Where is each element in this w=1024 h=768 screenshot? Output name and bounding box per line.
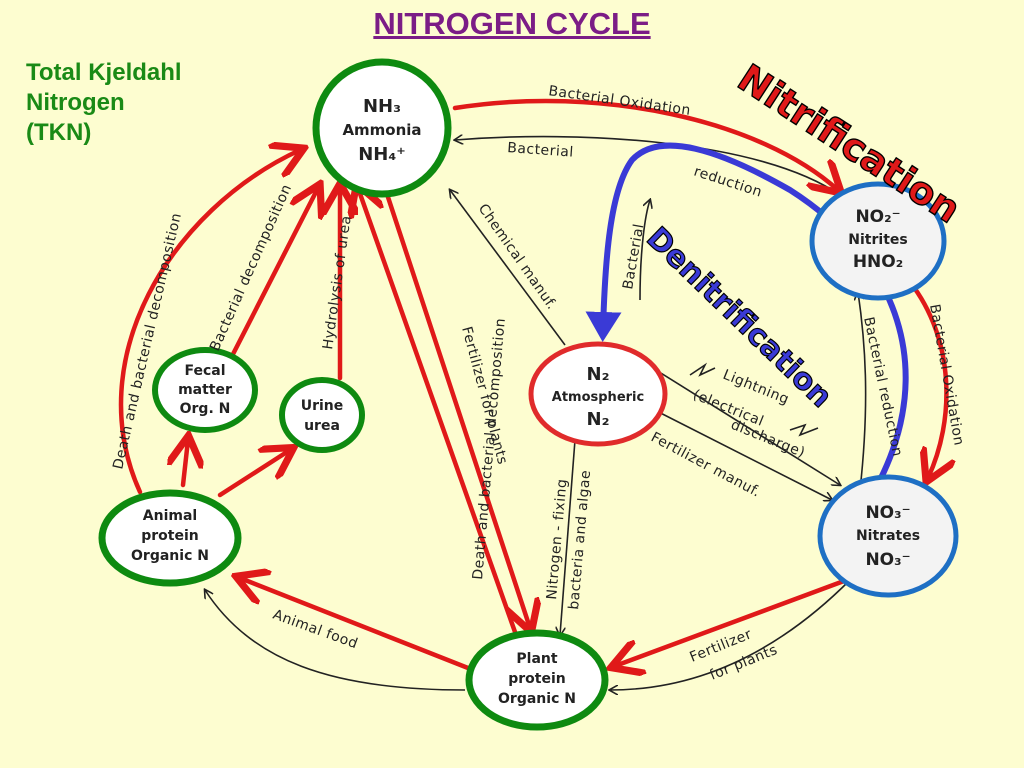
arrow-ammonia-to-plant — [382, 185, 530, 628]
arrow-fertilizer-bottom — [610, 579, 851, 690]
arrow-animal-to-fecal — [183, 440, 188, 488]
label-bacterial-oxidation-top: Bacterial Oxidation — [547, 83, 691, 119]
node-nitrates: NO₃⁻ Nitrates NO₃⁻ — [817, 474, 959, 598]
arrow-plant-to-animal — [240, 578, 471, 671]
node-fecal: Fecal matter Org. N — [152, 347, 258, 433]
lightning-bolt-left — [689, 362, 716, 377]
plant-line-1: Plant — [516, 651, 557, 667]
node-animal: Animal protein Organic N — [98, 489, 242, 587]
tkn-line-2: Nitrogen — [26, 89, 125, 116]
plant-line-2: protein — [508, 671, 566, 687]
arrow-nitrogen-fixing — [560, 439, 576, 635]
urine-line-2: urea — [304, 418, 340, 434]
nitrates-ring — [817, 474, 959, 598]
fecal-line-3: Org. N — [180, 401, 231, 417]
arrow-animal-food — [205, 590, 466, 691]
nitrites-ring — [809, 181, 947, 301]
label-bacterial-decomp: Bacterial decomposition — [207, 182, 295, 354]
label-lightning-3: discharge) — [729, 417, 808, 461]
lightning-bolts — [689, 362, 819, 437]
ammonia-formula: NH₃ — [363, 96, 401, 117]
label-nitrogen-fixing-2: bacteria and algae — [566, 469, 594, 610]
tkn-line-1: Total Kjeldahl — [26, 59, 182, 86]
label-chemical-manuf: Chemical manuf. — [475, 201, 560, 313]
arrow-reduction-right — [858, 292, 867, 491]
arrow-animal-to-urine — [217, 450, 290, 498]
label-death-decomp-left: Death and bacterial decomposition — [110, 211, 185, 471]
nitrate-formula-top: NO₃⁻ — [865, 503, 910, 523]
ammonia-ring — [312, 58, 452, 198]
node-atmospheric: N₂ Atmospheric N₂ — [528, 341, 668, 447]
label-bacterial-left: Bacterial — [620, 222, 647, 290]
plant-ring — [465, 629, 609, 731]
atmospheric-name: Atmospheric — [552, 390, 644, 405]
arrow-nitrates-to-plant — [615, 575, 855, 666]
red-arrows — [118, 98, 946, 671]
animal-line-2: protein — [141, 528, 199, 544]
arrow-death-left — [118, 150, 300, 495]
arrow-fecal-decomp — [227, 188, 318, 363]
node-nitrites: NO₂⁻ Nitrites HNO₂ — [809, 181, 947, 301]
fecal-line-1: Fecal — [184, 363, 225, 379]
arrow-oxidation-top — [452, 98, 838, 190]
urine-ring — [279, 377, 365, 453]
fecal-ring — [152, 347, 258, 433]
arrow-lightning — [639, 359, 840, 485]
label-hydrolysis: Hydrolysis of urea — [320, 214, 355, 350]
animal-line-3: Organic N — [131, 548, 209, 564]
nitrite-formula: NO₂⁻ — [855, 207, 900, 227]
slide-title: NITROGEN CYCLE — [373, 6, 651, 41]
nitrate-formula-bottom: NO₃⁻ — [865, 550, 910, 570]
label-bacterial-oxidation-right: Bacterial Oxidation — [926, 303, 967, 447]
label-bacterial-reduction-top-1: Bacterial — [507, 140, 575, 161]
nitrates-name: Nitrates — [856, 528, 920, 544]
dinitrogen-formula-top: N₂ — [587, 364, 610, 385]
arrow-oxidation-right — [907, 279, 946, 478]
ammonium-formula: NH₄⁺ — [358, 144, 406, 165]
node-ammonia: NH₃ Ammonia NH₄⁺ — [312, 58, 452, 198]
arrow-bacterial-left — [639, 200, 650, 301]
ammonia-name: Ammonia — [342, 121, 421, 139]
nitrites-name: Nitrites — [848, 232, 907, 248]
urine-line-1: Urine — [301, 398, 344, 414]
fecal-line-2: matter — [178, 382, 232, 398]
tkn-line-3: (TKN) — [26, 119, 92, 146]
arrow-plant-to-ammonia — [358, 188, 518, 635]
arrow-chemical-manuf — [450, 190, 566, 346]
label-animal-food: Animal food — [271, 607, 360, 653]
dinitrogen-formula-bottom: N₂ — [587, 409, 610, 430]
label-fertilizer-manuf: Fertilizer manuf. — [648, 429, 763, 500]
lightning-bolt-right — [789, 423, 819, 437]
nitrous-acid-formula: HNO₂ — [853, 252, 903, 272]
plant-line-3: Organic N — [498, 691, 576, 707]
animal-ring — [98, 489, 242, 587]
node-urine: Urine urea — [279, 377, 365, 453]
tkn-label: Total Kjeldahl Nitrogen (TKN) — [26, 58, 182, 148]
denitrification-arrow — [585, 142, 909, 483]
atmospheric-ring — [528, 341, 668, 447]
node-plant: Plant protein Organic N — [465, 629, 609, 731]
animal-line-1: Animal — [143, 508, 197, 524]
